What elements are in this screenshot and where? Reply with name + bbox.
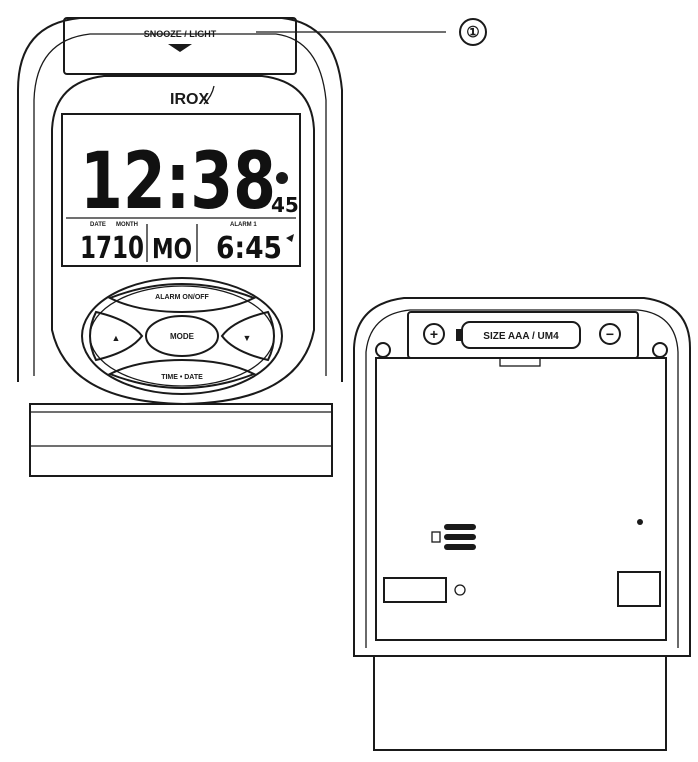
mode-button[interactable] [145,315,219,357]
lcd-alarm-label: ALARM 1 [230,222,257,228]
up-arrow-icon: ▲ [112,333,121,343]
reset-hole [637,519,643,525]
battery-terminal [456,329,462,341]
down-button[interactable] [220,310,275,362]
lcd-month-label: MONTH [116,222,138,228]
back-body-outline [353,297,691,657]
front-stand [29,403,333,477]
front-view: SNOOZE / LIGHT IROX 12:38 45 DATE MONTH … [17,17,343,477]
down-arrow-icon: ▼ [243,333,252,343]
alarm-bell-icon [286,234,294,242]
lcd-alarm-time: 6:45 [216,231,282,266]
cover-latch [499,357,541,367]
snooze-light-button[interactable] [63,17,297,75]
battery-plus-sign: + [430,326,438,342]
callout-marker [459,18,487,46]
snooze-light-label: SNOOZE / LIGHT [144,29,217,39]
lcd-seconds: 45 [271,193,299,217]
back-stand [373,655,667,751]
mode-label: MODE [170,332,195,341]
snooze-arrow-icon [168,44,192,52]
lcd-date-label: DATE [90,222,106,228]
battery-plus-icon [423,323,445,345]
button-cluster [81,277,283,395]
back-body-inner-outline [365,309,679,648]
right-screw-icon [652,342,668,358]
left-small-hole [454,584,466,596]
alarm-on-off-button[interactable] [107,283,257,314]
lcd-time: 12:38 [80,137,276,227]
lcd-date: 1710 [80,231,144,266]
battery-compartment [375,357,667,641]
front-body-inner-outline [33,33,327,376]
brand-logo: IROX [170,91,209,108]
brand-swoosh-icon [203,85,215,105]
lcd-weekday: MO [152,232,192,265]
battery-minus-sign: − [606,326,614,342]
radio-signal-icon [276,172,288,184]
lcd-display [61,113,301,267]
time-date-button[interactable] [107,358,257,389]
battery-size-label: SIZE AAA / UM4 [483,331,559,342]
right-foot-pad [617,571,661,607]
callout-number: ① [466,24,479,41]
left-foot-pad [383,577,447,603]
back-view: + SIZE AAA / UM4 − [353,297,691,751]
front-face [51,75,315,406]
up-button[interactable] [89,310,144,362]
speaker-icon [431,524,476,550]
alarm-on-off-label: ALARM ON/OFF [155,294,209,301]
time-date-label: TIME • DATE [161,374,203,381]
left-screw-icon [375,342,391,358]
battery-minus-icon [599,323,621,345]
